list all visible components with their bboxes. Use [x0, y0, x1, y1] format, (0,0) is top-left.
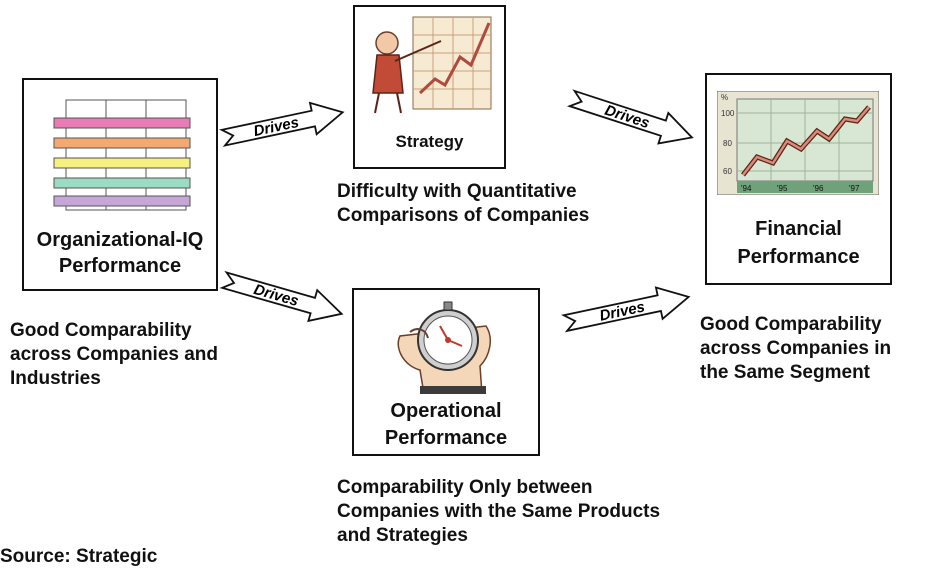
arrow-operational-to-financial: Drives [561, 286, 691, 333]
chart-x-tick: '97 [849, 184, 860, 193]
line-chart-icon: % 100 80 60 '94 '95 '96 '97 [717, 91, 879, 195]
chart-x-tick: '96 [813, 184, 824, 193]
chart-y-tick: 100 [721, 109, 735, 118]
drives-label: Drives [252, 114, 300, 140]
node-operational: Operational Performance [352, 288, 540, 456]
stacked-table-icon [53, 99, 191, 211]
presenter-chart-icon [372, 16, 492, 114]
drives-label: Drives [598, 298, 646, 324]
caption-strategy: Difficulty with Quantitative Comparisons… [337, 181, 590, 226]
arrow-org-to-strategy: Drives [218, 101, 345, 147]
strategy-label: Strategy [395, 132, 464, 151]
caption-operational: Comparability Only between Companies wit… [337, 477, 661, 546]
arrow-org-to-operational: Drives [219, 270, 344, 323]
arrow-strategy-to-financial: Drives [566, 89, 694, 145]
node-financial: % 100 80 60 '94 '95 '96 '97 Financial Pe… [705, 73, 892, 285]
caption-org-iq: Good Comparability across Companies and … [10, 320, 219, 389]
chart-x-tick: '95 [777, 184, 788, 193]
org-iq-label: Organizational-IQ Performance [36, 229, 204, 277]
drives-label: Drives [603, 102, 652, 132]
caption-source-partial: Source: Strategic [0, 546, 158, 567]
drives-label: Drives [252, 281, 301, 310]
chart-x-tick: '94 [741, 184, 752, 193]
chart-y-tick: 60 [723, 167, 732, 176]
financial-label: Financial Performance [737, 218, 860, 268]
chart-y-tick: 80 [723, 139, 732, 148]
operational-label: Operational Performance [384, 400, 508, 449]
chart-y-tick: % [721, 93, 728, 102]
stopwatch-icon [397, 301, 492, 394]
node-org-iq: Organizational-IQ Performance [22, 78, 218, 291]
caption-financial: Good Comparability across Companies in t… [700, 314, 892, 383]
node-strategy: Strategy [353, 5, 506, 169]
